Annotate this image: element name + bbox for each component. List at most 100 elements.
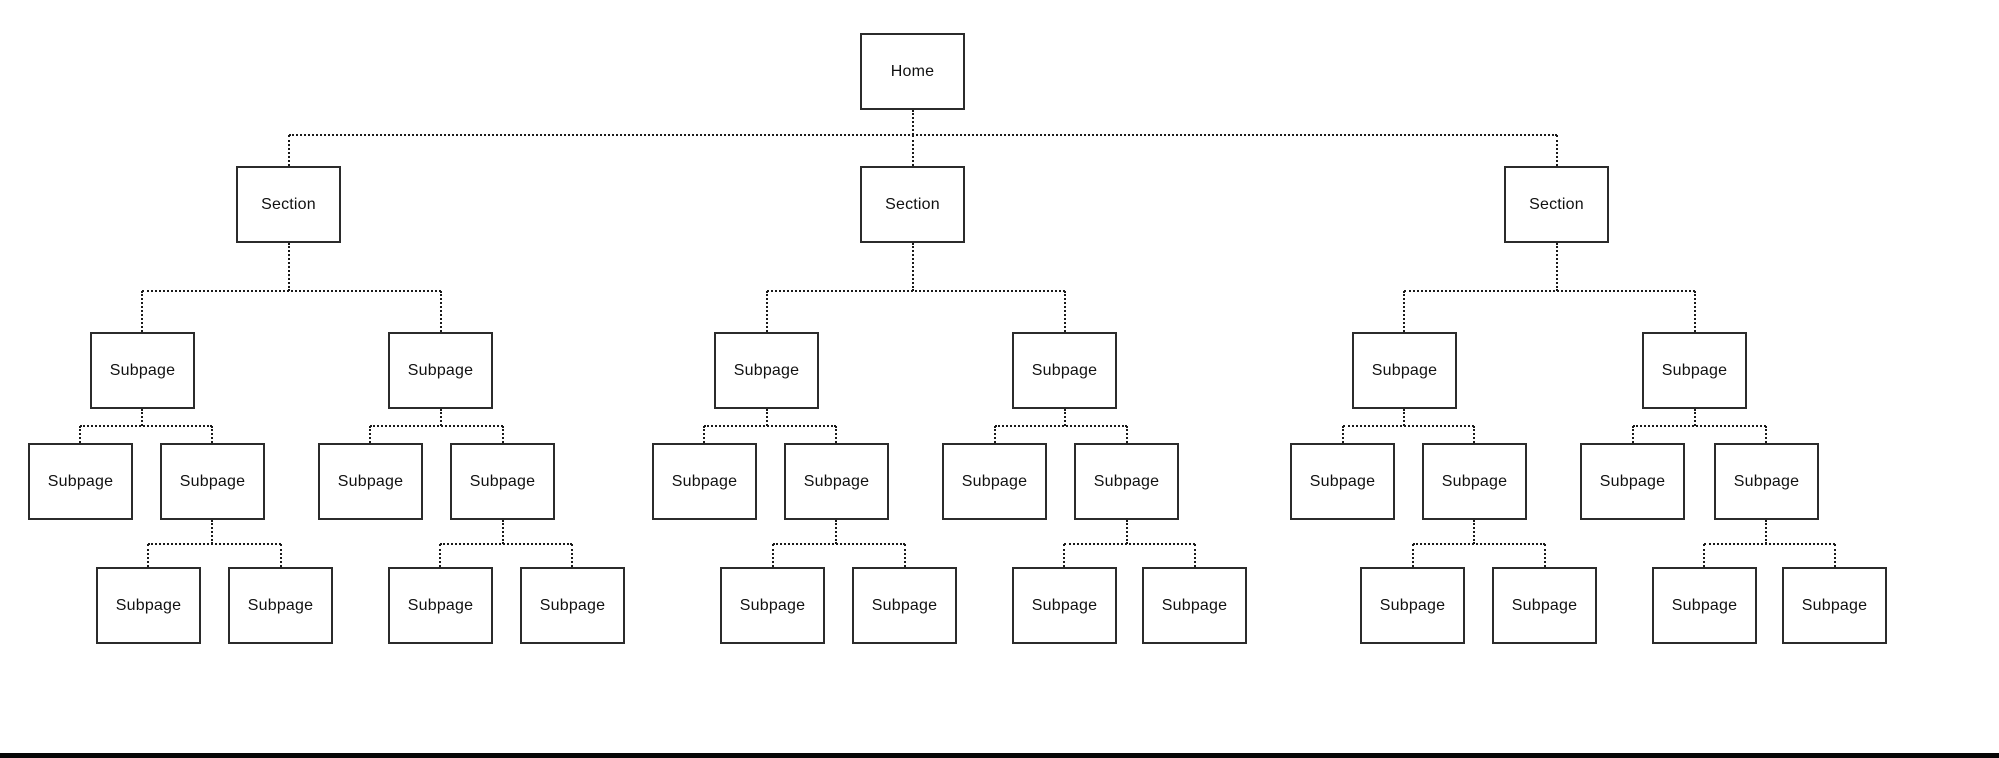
node-label: Subpage <box>1441 472 1508 490</box>
connector-line <box>148 543 281 545</box>
connector-line <box>1343 425 1474 427</box>
node-label: Subpage <box>337 472 404 490</box>
node-subpage-2-1-2-2[interactable]: Subpage <box>852 567 957 644</box>
node-label: Subpage <box>1733 472 1800 490</box>
connector-line <box>912 243 914 291</box>
node-label: Subpage <box>739 596 806 614</box>
node-section-2[interactable]: Section <box>860 166 965 243</box>
node-subpage-1-1-2[interactable]: Subpage <box>160 443 265 520</box>
connector-line <box>211 426 213 443</box>
connector-line <box>772 544 774 567</box>
connector-line <box>1194 544 1196 567</box>
connector-line <box>1126 520 1128 544</box>
connector-line <box>1704 543 1835 545</box>
node-subpage-3-1[interactable]: Subpage <box>1352 332 1457 409</box>
connector-line <box>1064 409 1066 426</box>
node-label: Subpage <box>1801 596 1868 614</box>
connector-line <box>904 544 906 567</box>
node-subpage-1-1-2-1[interactable]: Subpage <box>96 567 201 644</box>
node-section-3[interactable]: Section <box>1504 166 1609 243</box>
node-home[interactable]: Home <box>860 33 965 110</box>
connector-line <box>147 544 149 567</box>
node-subpage-3-1-2-1[interactable]: Subpage <box>1360 567 1465 644</box>
node-subpage-3-1-1[interactable]: Subpage <box>1290 443 1395 520</box>
node-label: Subpage <box>407 361 474 379</box>
connector-line <box>1342 426 1344 443</box>
node-subpage-2-2-2-2[interactable]: Subpage <box>1142 567 1247 644</box>
node-subpage-3-2-2[interactable]: Subpage <box>1714 443 1819 520</box>
node-label: Section <box>261 195 316 213</box>
connector-line <box>1765 426 1767 443</box>
connector-line <box>502 520 504 544</box>
connector-line <box>280 544 282 567</box>
node-subpage-3-2-2-2[interactable]: Subpage <box>1782 567 1887 644</box>
node-label: Section <box>885 195 940 213</box>
connector-line <box>995 425 1127 427</box>
node-subpage-3-1-2[interactable]: Subpage <box>1422 443 1527 520</box>
connector-line <box>289 134 1557 136</box>
node-label: Subpage <box>733 361 800 379</box>
node-subpage-1-2-2-1[interactable]: Subpage <box>388 567 493 644</box>
node-subpage-1-2[interactable]: Subpage <box>388 332 493 409</box>
connector-line <box>1633 425 1766 427</box>
node-subpage-2-1-2-1[interactable]: Subpage <box>720 567 825 644</box>
connector-line <box>288 243 290 291</box>
connector-line <box>773 543 905 545</box>
node-label: Subpage <box>1309 472 1376 490</box>
connector-line <box>1556 135 1558 166</box>
node-label: Subpage <box>1161 596 1228 614</box>
node-subpage-3-2-1[interactable]: Subpage <box>1580 443 1685 520</box>
node-subpage-2-1-2[interactable]: Subpage <box>784 443 889 520</box>
node-subpage-3-2[interactable]: Subpage <box>1642 332 1747 409</box>
connector-line <box>79 426 81 443</box>
node-label: Subpage <box>1031 361 1098 379</box>
node-subpage-2-2-2[interactable]: Subpage <box>1074 443 1179 520</box>
connector-line <box>1404 290 1695 292</box>
node-subpage-1-1-2-2[interactable]: Subpage <box>228 567 333 644</box>
node-subpage-1-1-1[interactable]: Subpage <box>28 443 133 520</box>
node-label: Subpage <box>247 596 314 614</box>
connector-line <box>440 409 442 426</box>
connector-line <box>1126 426 1128 443</box>
node-subpage-2-1[interactable]: Subpage <box>714 332 819 409</box>
connector-line <box>370 425 503 427</box>
connector-line <box>571 544 573 567</box>
node-label: Subpage <box>671 472 738 490</box>
connector-line <box>1413 543 1545 545</box>
node-label: Subpage <box>1661 361 1728 379</box>
connector-line <box>1544 544 1546 567</box>
node-subpage-2-2-1[interactable]: Subpage <box>942 443 1047 520</box>
connector-line <box>835 520 837 544</box>
connector-line <box>1694 291 1696 332</box>
connector-line <box>1765 520 1767 544</box>
node-subpage-1-2-2-2[interactable]: Subpage <box>520 567 625 644</box>
connector-line <box>704 425 836 427</box>
node-section-1[interactable]: Section <box>236 166 341 243</box>
connector-line <box>142 290 441 292</box>
node-label: Subpage <box>1031 596 1098 614</box>
node-subpage-1-2-2[interactable]: Subpage <box>450 443 555 520</box>
connector-line <box>1064 291 1066 332</box>
connector-line <box>1403 409 1405 426</box>
node-subpage-2-1-1[interactable]: Subpage <box>652 443 757 520</box>
node-label: Subpage <box>1093 472 1160 490</box>
node-subpage-2-2[interactable]: Subpage <box>1012 332 1117 409</box>
node-subpage-3-1-2-2[interactable]: Subpage <box>1492 567 1597 644</box>
node-subpage-2-2-2-1[interactable]: Subpage <box>1012 567 1117 644</box>
node-label: Subpage <box>871 596 938 614</box>
node-subpage-3-2-2-1[interactable]: Subpage <box>1652 567 1757 644</box>
node-label: Subpage <box>1511 596 1578 614</box>
node-label: Subpage <box>1671 596 1738 614</box>
node-subpage-1-2-1[interactable]: Subpage <box>318 443 423 520</box>
connector-line <box>141 409 143 426</box>
connector-line <box>912 110 914 135</box>
bottom-edge-line <box>0 753 1999 758</box>
connector-line <box>369 426 371 443</box>
connector-line <box>835 426 837 443</box>
node-label: Subpage <box>961 472 1028 490</box>
connector-line <box>1412 544 1414 567</box>
node-label: Subpage <box>1599 472 1666 490</box>
node-subpage-1-1[interactable]: Subpage <box>90 332 195 409</box>
connector-line <box>141 291 143 332</box>
